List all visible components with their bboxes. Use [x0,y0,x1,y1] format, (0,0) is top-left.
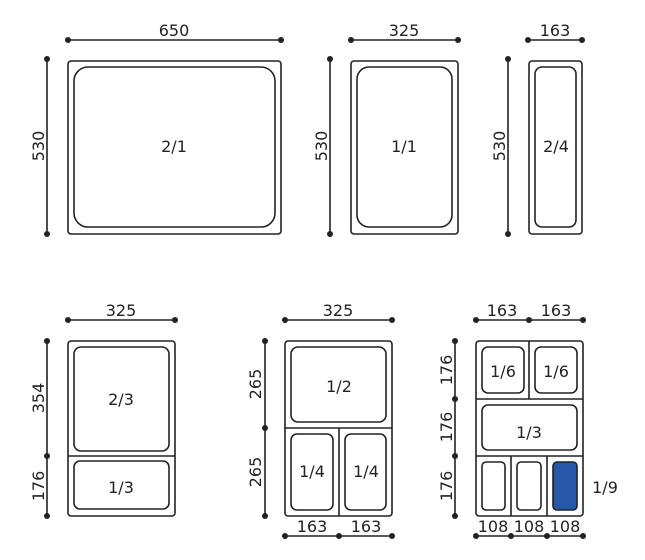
row-3-depth: 176 [437,471,456,502]
pan-2-1-depth: 530 [29,131,48,162]
pan-1-6-right-label: 1/6 [543,362,569,381]
pan-1-9-highlighted-cavity [552,461,578,511]
pan-2-4-depth: 530 [490,131,509,162]
pan-1-3-wide-cavity [481,404,578,451]
pan-1-6-left-width: 163 [487,301,518,320]
pan-2-3-label: 2/3 [108,390,134,409]
pan-1-6-right-width: 163 [541,301,572,320]
set-halves: 1/2 1/4 1/4 325 265 265 163 163 [246,301,395,539]
pan-1-4-right-label: 1/4 [353,462,379,481]
pan-2-1-width: 650 [159,21,190,40]
pan-1-9-left-width: 108 [478,517,509,536]
pan-1-9-right-width: 108 [550,517,581,536]
pan-1-2-depth: 265 [246,369,265,400]
pan-1-6-left-cavity [481,346,525,394]
pan-1-6-left-label: 1/6 [490,362,516,381]
pan-2-1-label: 2/1 [161,137,187,156]
pan-1-9-middle-cavity [516,461,542,511]
pan-1-4-left-label: 1/4 [299,462,325,481]
pan-1-9-middle-width: 108 [514,517,545,536]
pan-1-4-depth: 265 [246,457,265,488]
pan-1-1-width: 325 [389,21,420,40]
row-1-depth: 176 [437,355,456,386]
pan-2-4-label: 2/4 [543,137,569,156]
set-thirds-width: 325 [106,301,137,320]
pan-1-2-cavity [290,346,387,423]
pan-1-4-left-width: 163 [297,517,328,536]
pan-1-9-left-cavity [481,461,506,511]
pan-2-1: 2/1 650 530 [29,21,284,237]
set-mixed: 1/6 1/6 1/3 1/9 163 163 176 176 176 108 … [437,301,618,539]
set-halves-width: 325 [323,301,354,320]
pan-1-4-right-cavity [344,433,387,511]
pan-1-1-label: 1/1 [391,137,417,156]
set-thirds: 2/3 1/3 325 354 176 [29,301,178,519]
pan-2-4-width: 163 [540,21,571,40]
pan-1-4-left-cavity [290,433,334,511]
pan-1-3-wide-label: 1/3 [516,423,542,442]
pan-2-1-cavity [73,66,276,228]
pan-1-1-depth: 530 [312,131,331,162]
pan-1-2-label: 1/2 [326,377,352,396]
pan-1-3-label: 1/3 [108,478,134,497]
pan-1-9-label: 1/9 [592,478,618,497]
pan-1-3-cavity [73,460,170,510]
pan-2-4-cavity [534,66,577,228]
pan-2-3-cavity [73,346,170,452]
pan-2-4: 2/4 163 530 [490,21,585,237]
pan-1-1-cavity [356,66,453,228]
pan-2-3-depth: 354 [29,383,48,414]
pan-1-3-depth: 176 [29,471,48,502]
row-2-depth: 176 [437,412,456,443]
pan-1-1: 1/1 325 530 [312,21,461,237]
pan-1-6-right-cavity [534,346,578,394]
pan-1-4-right-width: 163 [351,517,382,536]
